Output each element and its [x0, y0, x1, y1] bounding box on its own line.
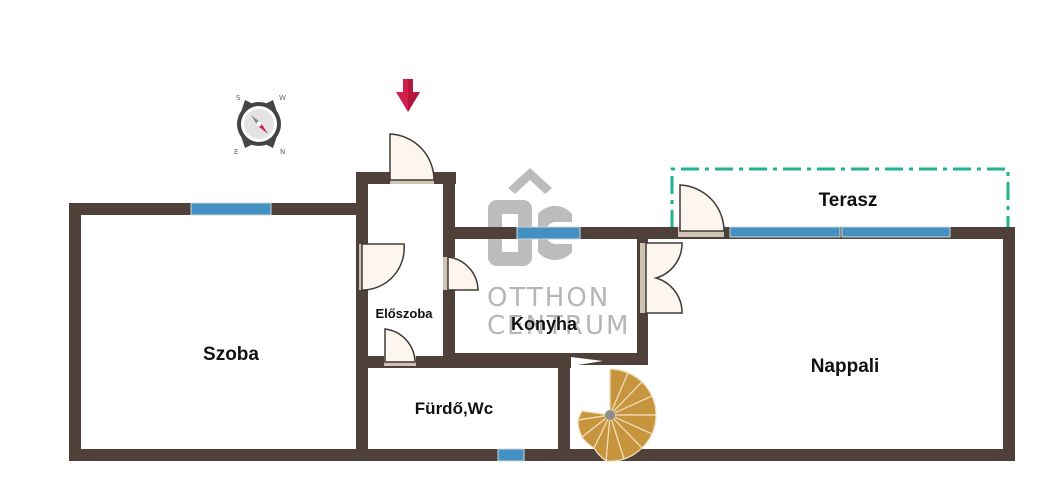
- compass-w: W: [279, 94, 286, 102]
- room-label-nappali: Nappali: [811, 356, 880, 377]
- room-label-terasz: Terasz: [819, 190, 878, 211]
- szoba-door: [359, 243, 405, 291]
- terrace-outline: [670, 167, 1010, 228]
- doors: [359, 133, 725, 366]
- window-nappali-1: [729, 226, 841, 238]
- konyha-door: [443, 256, 479, 291]
- stair-direction-marker: [571, 357, 603, 366]
- watermark-logo: OTTHON CENTRUM: [487, 168, 630, 341]
- room-label-szoba: Szoba: [203, 344, 259, 365]
- room-label-furdo: Fürdő,Wc: [415, 399, 493, 418]
- furdo-door: [384, 328, 416, 366]
- spiral-stairs-icon: [577, 368, 657, 463]
- watermark-c-icon: [538, 205, 572, 261]
- room-label-konyha: Konyha: [511, 314, 578, 334]
- nappali-door: [640, 242, 683, 314]
- window-szoba: [190, 202, 272, 216]
- room-label-eloszoba: Előszoba: [375, 306, 433, 321]
- compass-icon: S W E N: [234, 94, 286, 156]
- window-nappali-2: [841, 226, 951, 238]
- compass-s: S: [236, 94, 241, 102]
- windows: [190, 202, 951, 462]
- watermark-line2: CENTRUM: [487, 311, 630, 341]
- window-furdo: [497, 448, 525, 462]
- watermark-line1: OTTHON: [487, 283, 610, 313]
- watermark-roof-icon: [508, 168, 552, 194]
- window-konyha: [516, 226, 581, 240]
- compass-n: N: [280, 148, 285, 156]
- terrace-door: [678, 184, 725, 237]
- compass-e: E: [234, 148, 238, 156]
- entrance-door: [389, 133, 435, 184]
- entrance-arrow-icon: [396, 79, 420, 112]
